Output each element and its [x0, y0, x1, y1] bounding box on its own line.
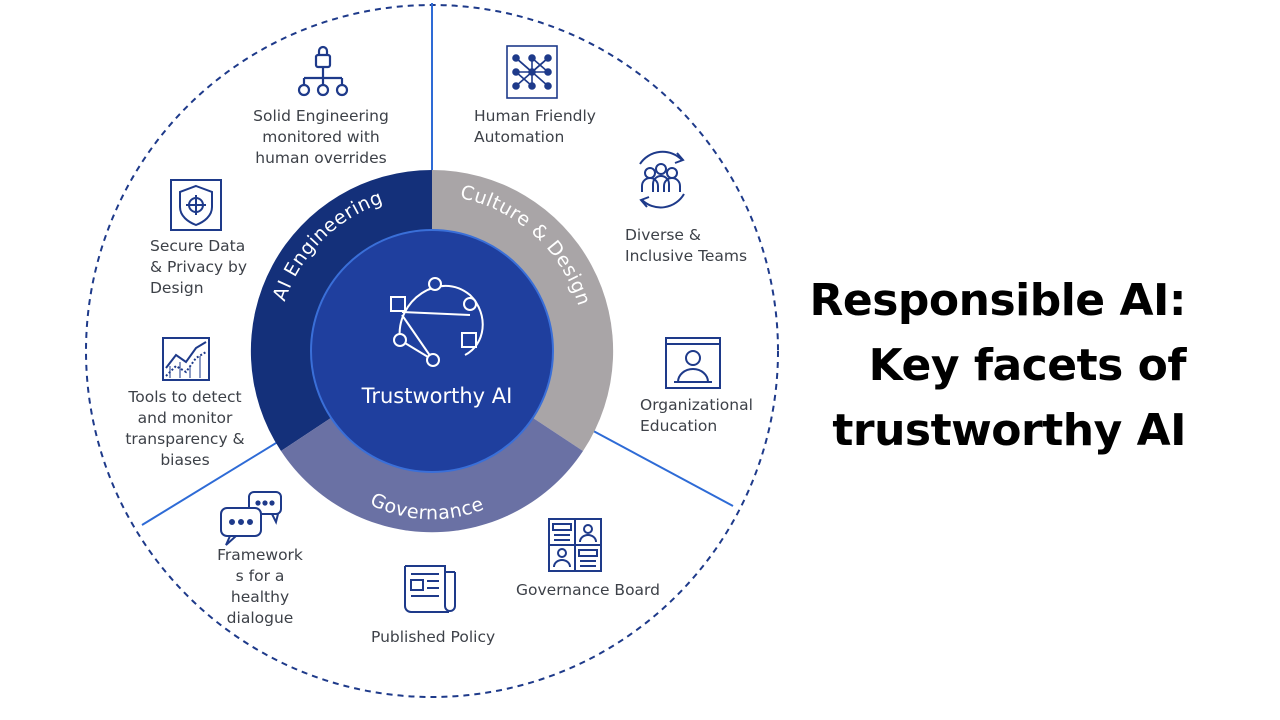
headline: Responsible AI: Key facets of trustworth… [780, 268, 1187, 463]
facet-frameworks-dialogue: Framework s for a healthy dialogue [217, 546, 303, 627]
facet-published-policy: Published Policy [371, 628, 496, 646]
facet-diverse-inclusive-teams: Diverse & Inclusive Teams [625, 226, 748, 265]
headline-line-3: trustworthy AI [832, 405, 1186, 456]
facet-solid-engineering: Solid Engineering monitored with human o… [253, 107, 389, 167]
neural-network-icon [506, 45, 558, 99]
core-label: Trustworthy AI [361, 384, 513, 408]
headline-line-2: Key facets of [868, 340, 1187, 391]
presenter-screen-icon [665, 337, 721, 389]
headline-line-1: Responsible AI: [809, 275, 1187, 326]
facet-organizational-education: Organizational Education [640, 396, 753, 435]
facet-governance-board: Governance Board [516, 581, 660, 599]
shield-target-icon [170, 179, 222, 231]
core-circle [310, 229, 554, 473]
board-dashboard-icon [548, 518, 602, 572]
facet-human-friendly-automation: Human Friendly Automation [474, 107, 596, 146]
facet-secure-data-privacy: Secure Data & Privacy by Design [150, 237, 248, 297]
document-icon [404, 565, 456, 613]
hierarchy-lock-icon [297, 45, 349, 97]
chat-bubbles-icon [220, 491, 282, 546]
group-cycle-icon [639, 150, 685, 209]
trend-chart-icon [162, 337, 210, 381]
facet-tools-detect-monitor: Tools to detect and monitor transparency… [125, 388, 245, 469]
network-graph-icon [390, 277, 484, 367]
